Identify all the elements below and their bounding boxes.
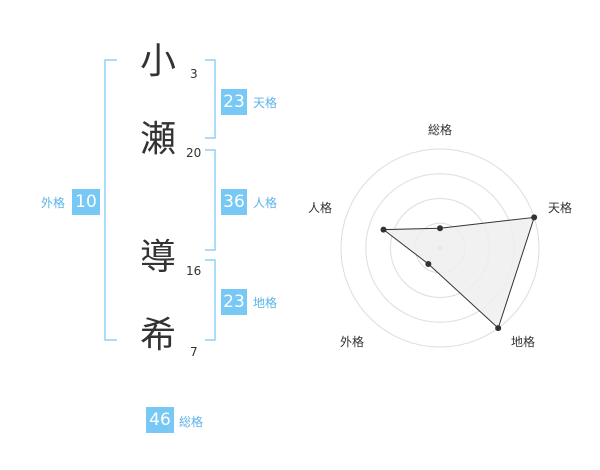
gaikaku-label: 外格 xyxy=(41,196,66,210)
stroke-count-4: 7 xyxy=(190,345,198,359)
radar-point-1 xyxy=(531,214,538,221)
name-char-1: 小 xyxy=(139,41,176,82)
jinkaku-bracket xyxy=(205,149,216,251)
soukaku-value: 46 xyxy=(146,407,174,433)
gaikaku-bracket xyxy=(104,59,117,341)
stroke-count-2: 20 xyxy=(186,146,202,160)
jinkaku-value: 36 xyxy=(221,189,247,215)
radar-point-2 xyxy=(495,325,502,332)
stroke-count-3: 16 xyxy=(186,264,202,278)
radar-point-3 xyxy=(425,261,432,268)
name-char-2: 瀬 xyxy=(139,119,176,160)
radar-axis-label-jinkaku: 人格 xyxy=(308,201,333,215)
tenkaku-value: 23 xyxy=(221,89,247,115)
name-char-3: 導 xyxy=(139,237,176,278)
chikaku-bracket xyxy=(205,259,216,341)
radar-axis-label-gaikaku: 外格 xyxy=(340,335,365,349)
radar-axis-label-chikaku: 地格 xyxy=(511,335,536,349)
radar-point-4 xyxy=(380,226,387,233)
tenkaku-label: 天格 xyxy=(253,96,278,110)
gaikaku-value: 10 xyxy=(72,189,100,215)
chikaku-label: 地格 xyxy=(253,296,278,310)
soukaku-label: 総格 xyxy=(179,415,204,429)
radar-axis-label-soukaku: 総格 xyxy=(428,123,453,137)
chikaku-value: 23 xyxy=(221,289,247,315)
jinkaku-label: 人格 xyxy=(253,196,278,210)
radar-grid-ring xyxy=(340,148,540,348)
name-char-4: 希 xyxy=(139,315,176,356)
radar-series-polygon xyxy=(382,216,535,329)
radar-point-0 xyxy=(437,225,443,232)
tenkaku-bracket xyxy=(205,59,216,139)
stroke-count-1: 3 xyxy=(190,67,198,81)
radar-axis-label-tenkaku: 天格 xyxy=(548,201,573,215)
